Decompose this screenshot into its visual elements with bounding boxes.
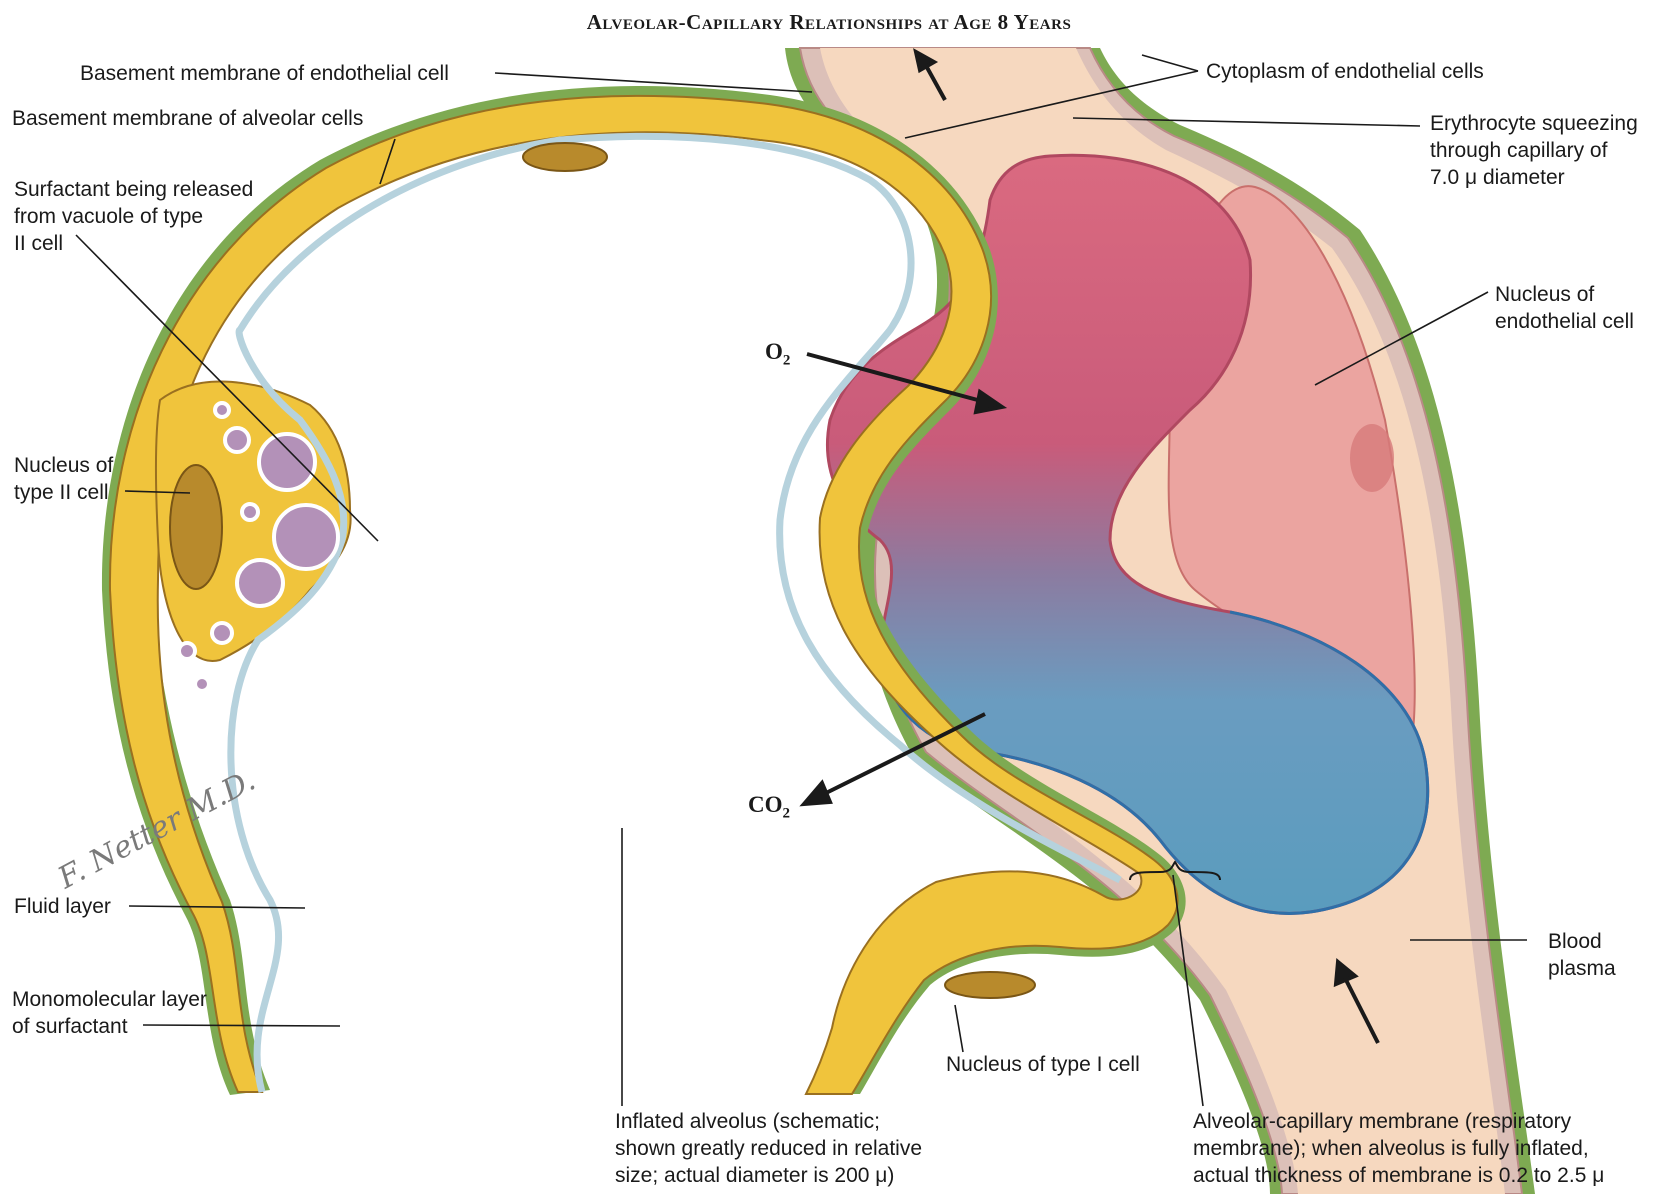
label-nucleus-type1: Nucleus of type I cell — [946, 1051, 1140, 1078]
label-inflated-alveolus: Inflated alveolus (schematic; shown grea… — [615, 1108, 922, 1189]
label-cytoplasm: Cytoplasm of endothelial cells — [1206, 58, 1484, 85]
type-i-cell-nucleus — [945, 972, 1035, 998]
label-basement-endothelial: Basement membrane of endothelial cell — [80, 60, 449, 87]
type-i-cell-nucleus-top — [523, 143, 607, 171]
co2-subscript: 2 — [783, 806, 791, 822]
label-monomolecular: Monomolecular layer of surfactant — [12, 986, 207, 1040]
label-surfactant-released: Surfactant being released from vacuole o… — [14, 176, 253, 257]
label-co2: CO2 — [748, 792, 790, 823]
diagram-title: Alveolar-Capillary Relationships at Age … — [0, 10, 1658, 35]
label-nucleus-type2: Nucleus of type II cell — [14, 452, 113, 506]
label-fluid-layer: Fluid layer — [14, 893, 111, 920]
label-membrane: Alveolar-capillary membrane (respiratory… — [1193, 1108, 1604, 1189]
label-o2: O2 — [765, 339, 790, 370]
label-blood-plasma: Blood plasma — [1548, 928, 1616, 982]
label-erythrocyte: Erythrocyte squeezing through capillary … — [1430, 110, 1638, 191]
o2-text: O — [765, 339, 783, 364]
o2-subscript: 2 — [783, 353, 791, 369]
nucleolus — [1350, 424, 1394, 492]
label-basement-alveolar: Basement membrane of alveolar cells — [12, 105, 363, 132]
type-ii-cell-nucleus — [170, 465, 222, 589]
label-nucleus-endothelial: Nucleus of endothelial cell — [1495, 281, 1634, 335]
co2-text: CO — [748, 792, 783, 817]
